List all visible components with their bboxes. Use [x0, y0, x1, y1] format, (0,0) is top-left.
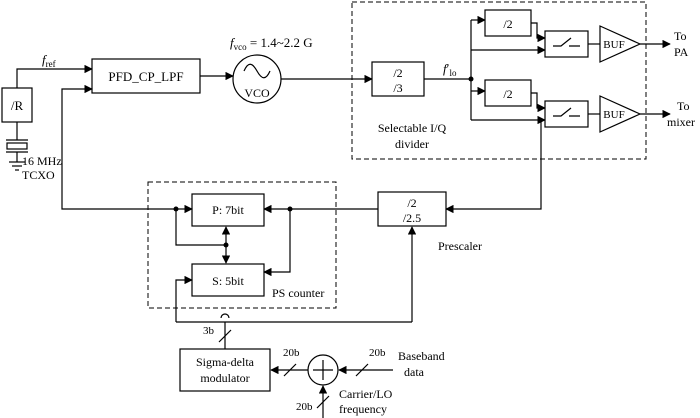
- switch-icon: [553, 107, 580, 117]
- to-mixer-label-line2: mixer: [667, 115, 695, 129]
- buf-i-label: BUF: [603, 39, 624, 51]
- iq-divider-boundary: [351, 1, 647, 160]
- s-left-input-wire: [175, 275, 193, 322]
- vco-frequency-range: fvco = 1.4~2.2 G: [230, 35, 313, 52]
- baseband-label-line1: Baseband: [398, 349, 445, 363]
- div-q-to-switch-wire: [531, 92, 546, 113]
- switch-i-block: [544, 30, 589, 58]
- buf-q-block: BUF: [599, 95, 642, 133]
- prescaler-div-2-label: /2: [407, 196, 416, 210]
- pfd-cp-lpf-block: PFD_CP_LPF: [91, 58, 201, 94]
- div-2-3-block: /2 /3: [371, 61, 425, 97]
- bus-crossover-icon: [220, 313, 230, 319]
- flo-label: f′lo: [443, 61, 457, 78]
- tcxo-label: TCXO: [22, 168, 55, 182]
- sigma-delta-block: Sigma-delta modulator: [179, 348, 271, 392]
- to-pa-label-line2: PA: [674, 45, 689, 59]
- div-i-to-switch-wire: [531, 22, 546, 43]
- carrier-label-line1: Carrier/LO: [339, 387, 393, 401]
- bus-3b-label: 3b: [203, 325, 215, 337]
- baseband-label-line2: data: [404, 365, 425, 379]
- p-counter-block: P: 7bit: [191, 193, 265, 227]
- tcxo-frequency-label: 16 MHz: [22, 154, 62, 168]
- prescaler-block: /2 /2.5: [377, 191, 447, 227]
- p-counter-label: P: 7bit: [212, 203, 244, 217]
- feedback-to-prescaler-wire: [445, 120, 542, 214]
- div-q-label: /2: [503, 87, 512, 101]
- bus-slash-20b-right: [355, 363, 369, 377]
- p-input-to-s-wire: [263, 209, 291, 277]
- div-q-block: /2: [484, 79, 532, 107]
- prescaler-label: Prescaler: [438, 239, 482, 253]
- reference-divider: /R: [1, 87, 33, 123]
- div-2-label: /2: [393, 66, 402, 80]
- r-divider-label: /R: [11, 98, 24, 113]
- crystal-icon: [6, 139, 28, 162]
- bus-20b-right-label: 20b: [369, 347, 386, 359]
- bus-20b-left-label: 20b: [283, 347, 300, 359]
- bus-20b-bottom-label: 20b: [296, 401, 313, 413]
- fref-label: fref: [42, 52, 56, 69]
- sigma-delta-label-line2: modulator: [200, 371, 249, 385]
- ps-counter-label: PS counter: [272, 286, 324, 300]
- bus-slash-20b-bottom: [316, 395, 330, 409]
- ps-counter-boundary: [147, 181, 337, 309]
- ground-icon: [9, 161, 25, 171]
- div-i-label: /2: [503, 17, 512, 31]
- vco-label: VCO: [244, 86, 270, 100]
- carrier-label-line2: frequency: [339, 402, 387, 416]
- iq-divider-label-line2: divider: [395, 137, 429, 151]
- to-mixer-label-line1: To: [677, 99, 690, 113]
- bus-slash-20b-left: [283, 363, 297, 377]
- buf-q-label: BUF: [603, 109, 624, 121]
- bus-slash-3b: [218, 329, 232, 343]
- vco-block: VCO: [232, 54, 282, 104]
- p-s-link-left-wire: [175, 209, 226, 246]
- prescaler-div-2-5-label: /2.5: [403, 211, 421, 225]
- p-to-pfd-feedback-wire: [61, 84, 176, 210]
- switch-q-block: [544, 100, 589, 128]
- sine-wave-icon: [243, 63, 271, 79]
- s-counter-block: S: 5bit: [191, 263, 265, 297]
- div-3-label: /3: [393, 81, 402, 95]
- switch-icon: [553, 37, 580, 47]
- pfd-cp-lpf-label: PFD_CP_LPF: [108, 69, 183, 84]
- div-i-block: /2: [484, 9, 532, 37]
- fref-wire: [16, 64, 93, 88]
- s-counter-label: S: 5bit: [212, 274, 244, 288]
- buf-i-block: BUF: [599, 25, 642, 63]
- to-pa-label-line1: To: [674, 29, 687, 43]
- iq-divider-label-line1: Selectable I/Q: [378, 121, 447, 135]
- sigma-delta-label-line1: Sigma-delta: [196, 355, 255, 369]
- adder-icon: [307, 354, 339, 386]
